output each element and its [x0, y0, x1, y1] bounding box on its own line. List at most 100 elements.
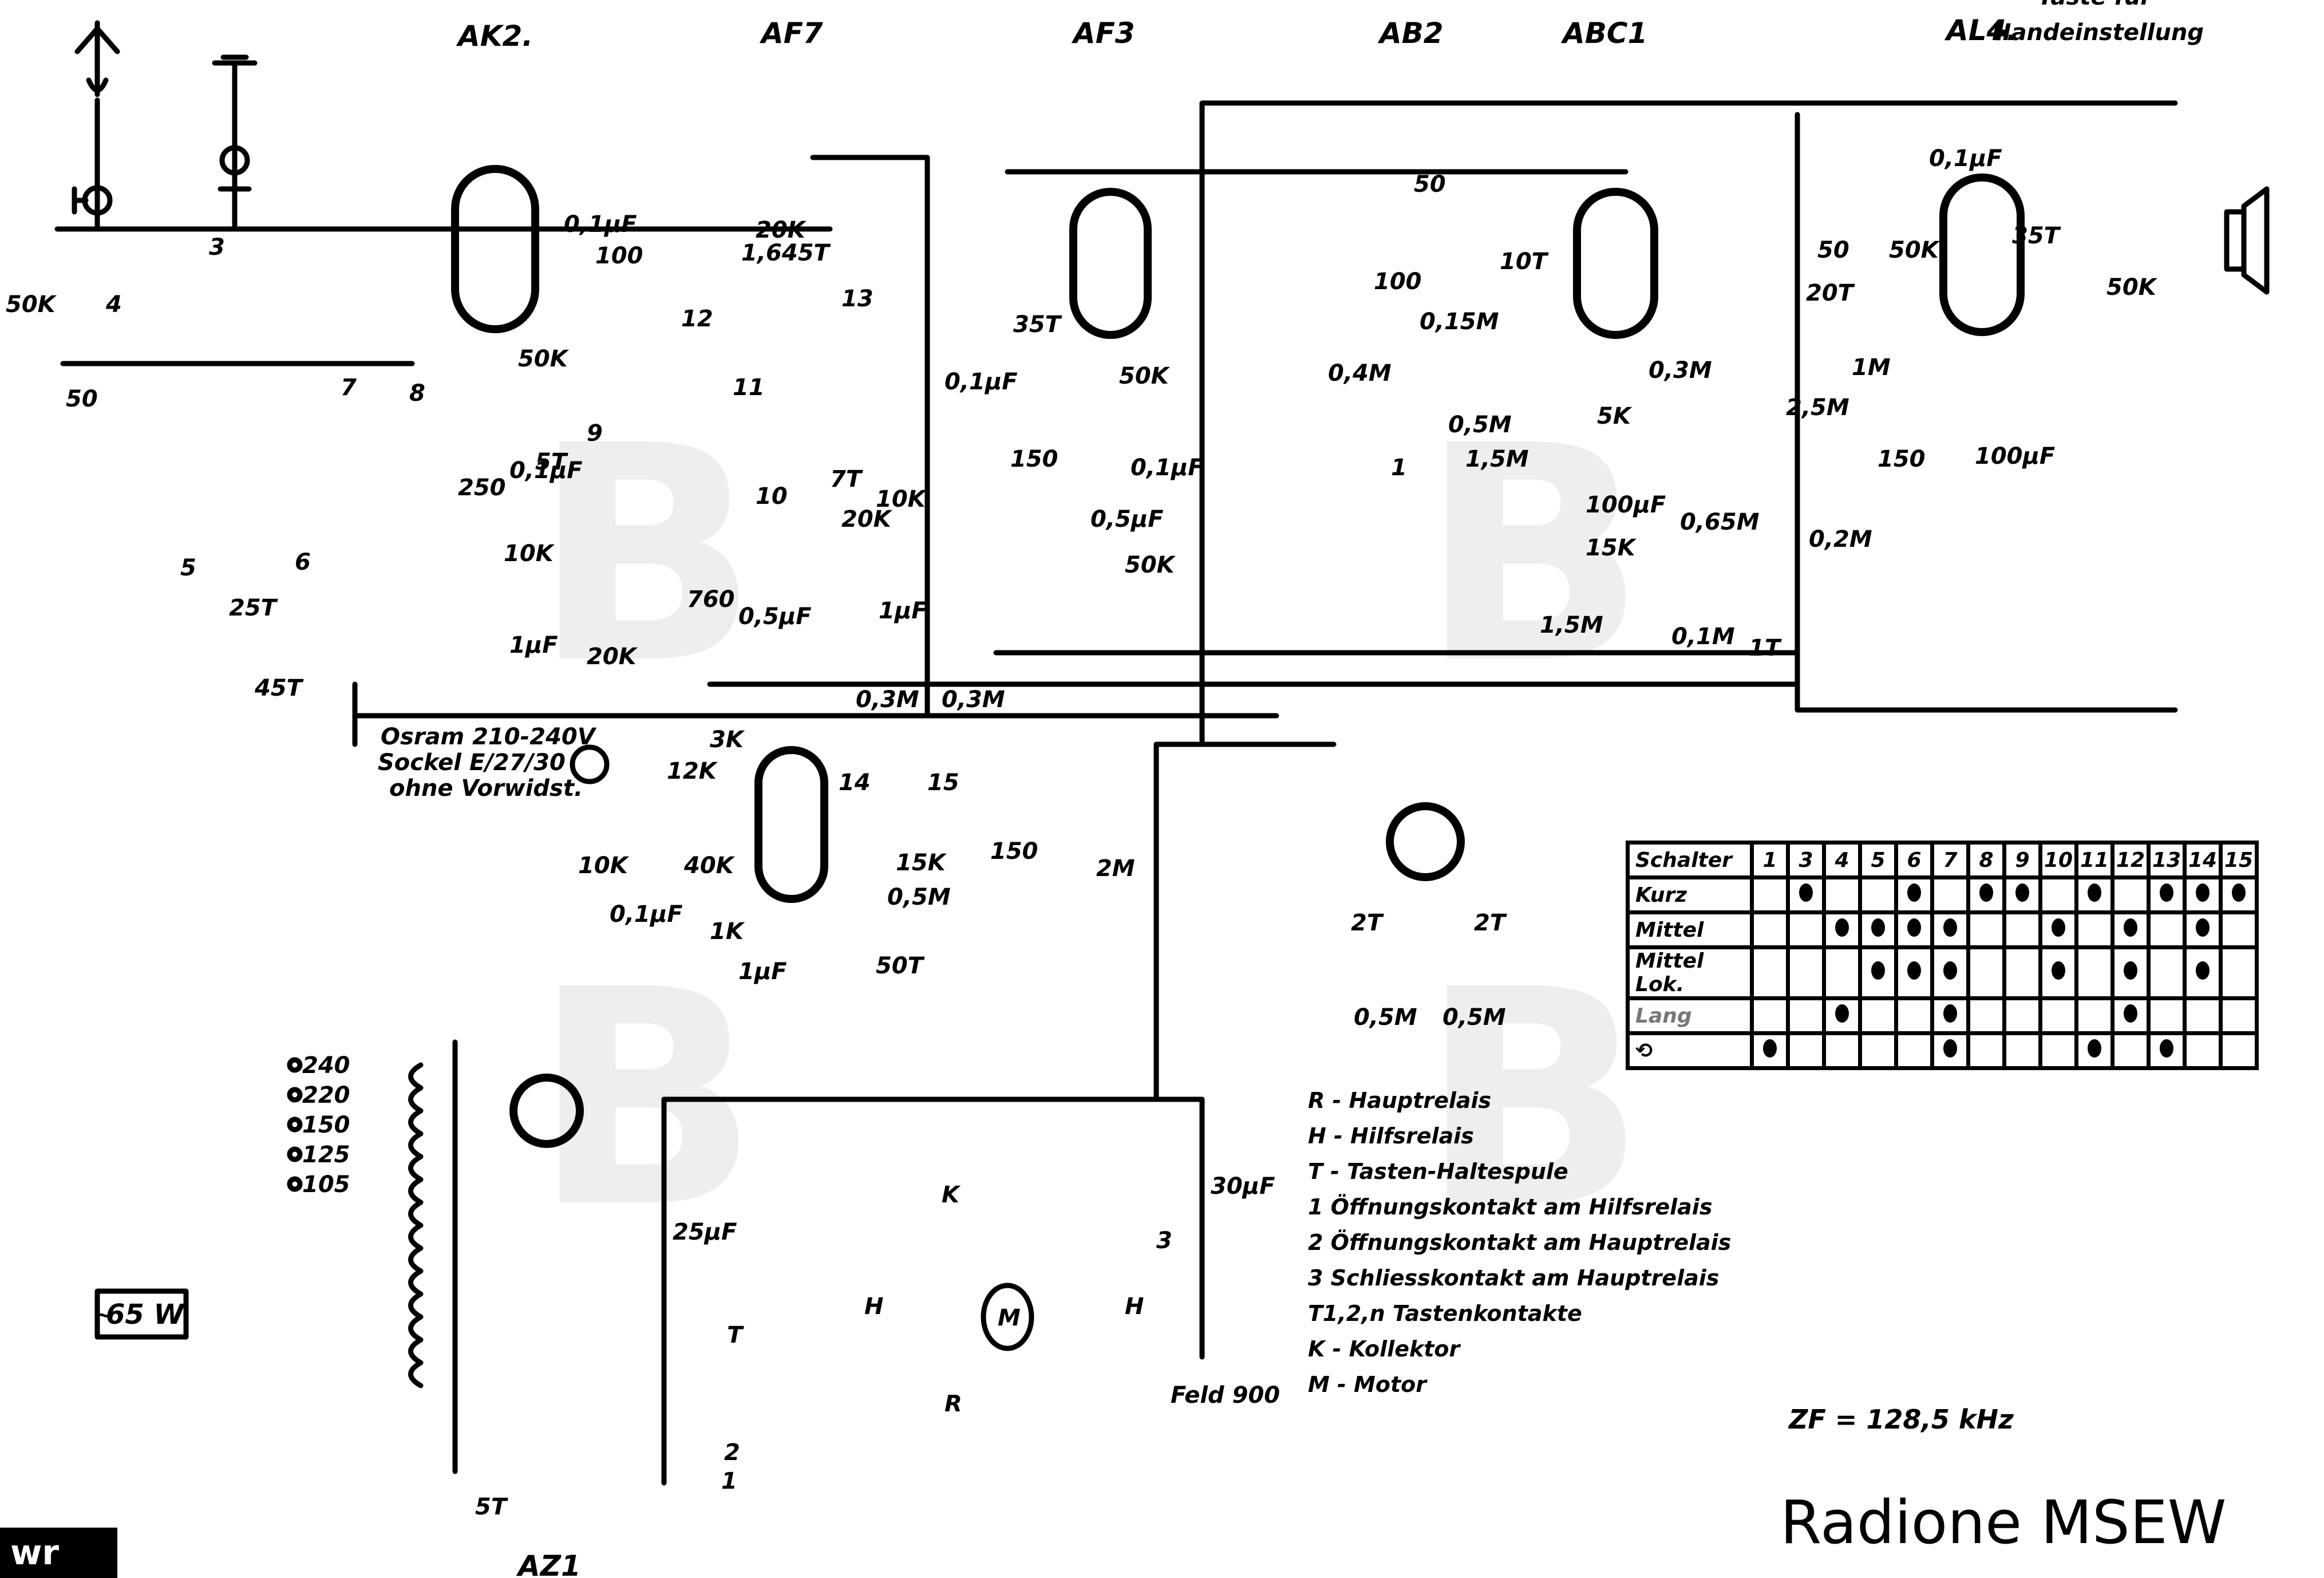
switch-cell — [2038, 945, 2078, 1000]
switch-cell — [2074, 1031, 2114, 1070]
component-value-abc1: 1,5M — [1465, 446, 1529, 472]
component-value-abc1: 0,65M — [1680, 509, 1760, 535]
mains-tap-label: 220 — [302, 1082, 350, 1108]
component-value-al4: 0,2M — [1809, 526, 1872, 553]
manual-key-label-2: Handeinstellung — [1992, 19, 2204, 46]
component-value-ab2: 2T — [1474, 910, 1507, 936]
switch-table-row: Lang — [1626, 996, 2259, 1035]
switch-cell — [2183, 996, 2223, 1035]
tap-terminal — [287, 1146, 303, 1162]
closed-contact-dot — [1871, 918, 1885, 937]
component-value-af3: 50K — [1119, 363, 1171, 389]
component-value-abc1: 5K — [1597, 403, 1633, 429]
closed-contact-dot — [1907, 918, 1921, 937]
mains-tap-label: 240 — [302, 1052, 350, 1079]
closed-contact-dot — [2196, 961, 2210, 980]
motor-icon: M — [981, 1283, 1034, 1351]
component-value-af7_filter: 11 — [733, 374, 765, 401]
component-value-ak2: 0,1µF — [564, 211, 637, 238]
closed-contact-dot — [2052, 918, 2065, 937]
closed-contact-dot — [2232, 883, 2246, 902]
component-value-af7_filter: 12 — [681, 306, 713, 332]
switch-number: 13 — [2147, 841, 2187, 879]
component-value-af3: 50K — [1125, 552, 1176, 578]
lamp-note-2: Sockel E/27/30 — [378, 749, 566, 776]
closed-contact-dot — [1871, 961, 1885, 980]
component-value-abc1: 1T — [1749, 635, 1782, 661]
wire — [661, 1096, 1205, 1360]
switch-cell — [1894, 1031, 1934, 1070]
closed-contact-dot — [2160, 883, 2173, 902]
switch-number: 10 — [2038, 841, 2078, 879]
switch-cell — [1750, 996, 1790, 1035]
switch-cell — [1822, 910, 1862, 949]
tube-al4 — [1939, 173, 2025, 336]
switch-cell — [1966, 910, 2006, 949]
component-value-ak2: 5T — [535, 449, 568, 475]
switch-cell — [1822, 945, 1862, 1000]
component-value-power: 5T — [475, 1494, 508, 1520]
legend-item: 2 Öffnungskontakt am Hauptrelais — [1308, 1230, 1731, 1255]
switch-cell — [2038, 875, 2078, 914]
component-value-al4: 35T — [2012, 223, 2061, 249]
switch-table-row: Kurz — [1626, 875, 2259, 914]
switch-cell — [1930, 875, 1970, 914]
band-label: ⟲ — [1626, 1031, 1754, 1070]
antenna-icon — [72, 20, 120, 232]
mains-tap-label: 105 — [302, 1171, 350, 1198]
switch-number: 14 — [2183, 841, 2223, 879]
closed-contact-dot — [2124, 918, 2137, 937]
component-value-power: R — [944, 1391, 962, 1417]
watermark: B — [532, 382, 759, 729]
switch-number: 9 — [2002, 841, 2042, 879]
component-value-abc1: 0,3M — [1649, 357, 1712, 384]
switch-cell — [2002, 875, 2042, 914]
tap-terminal — [287, 1057, 303, 1073]
tube-label-af3: AF3 — [1071, 17, 1135, 50]
mains-tap-label: 150 — [302, 1112, 350, 1138]
switch-cell — [2219, 910, 2259, 949]
loudspeaker-icon — [2224, 186, 2270, 295]
switch-cell — [2147, 1031, 2187, 1070]
tube-label-al4: AL4. — [1944, 14, 2017, 47]
switch-cell — [1822, 996, 1862, 1035]
component-value-power: 3 — [1156, 1228, 1172, 1254]
component-value-power: 2 — [724, 1439, 740, 1466]
component-value-af7_stage: 1µF — [738, 958, 787, 985]
component-value-af7_stage: 12K — [667, 758, 718, 784]
switch-cell — [2183, 875, 2223, 914]
switch-cell — [2110, 910, 2151, 949]
switch-cell — [1858, 996, 1898, 1035]
tube-ab2 — [1386, 802, 1465, 881]
component-value-ak2: 20K — [587, 644, 638, 670]
component-value-ak2: 9 — [587, 420, 603, 447]
tube-ak2 — [451, 165, 539, 333]
component-value-af7_stage: 50T — [876, 953, 925, 979]
switch-cell — [2074, 875, 2114, 914]
component-value-af7_stage: 0,3M — [942, 687, 1005, 713]
component-value-ab2: 2T — [1351, 910, 1384, 936]
legend-item: T1,2,n Tastenkontakte — [1308, 1301, 1582, 1326]
wire — [810, 155, 930, 719]
lamp-note-1: Osram 210-240V — [381, 724, 597, 750]
component-value-ak2: 250 — [458, 475, 506, 501]
closed-contact-dot — [2196, 918, 2210, 937]
switch-cell — [2147, 945, 2187, 1000]
tube-af7 — [754, 746, 828, 903]
component-value-abc1: 10T — [1500, 248, 1549, 275]
component-value-ak2: 1µF — [509, 632, 558, 658]
switch-cell — [1822, 875, 1862, 914]
component-value-abc1: 2,5M — [1786, 395, 1849, 421]
component-value-ak2: 7 — [341, 374, 357, 401]
closed-contact-dot — [1943, 1004, 1957, 1023]
component-value-abc1: 0,1M — [1671, 624, 1735, 650]
component-value-antenna: 50K — [6, 291, 57, 318]
component-value-af7_filter: 0,5µF — [738, 603, 812, 630]
switch-cell — [1786, 945, 1826, 1000]
switch-cell — [2074, 996, 2114, 1035]
component-value-af3: 0,5µF — [1090, 506, 1164, 532]
tube-label-ab2: AB2 — [1377, 17, 1444, 50]
component-value-ak2: 25T — [229, 595, 278, 621]
switch-cell — [2074, 945, 2114, 1000]
